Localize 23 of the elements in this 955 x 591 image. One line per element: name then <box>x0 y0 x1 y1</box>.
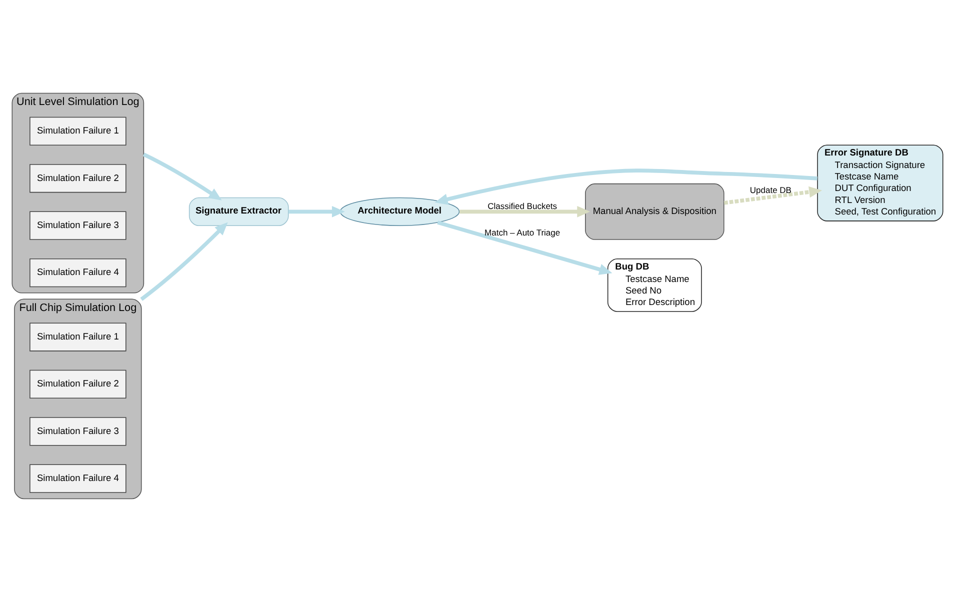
edge-label: Classified Buckets <box>488 200 558 211</box>
node-box: Bug DB Testcase Name Seed No Error Description <box>607 258 702 312</box>
node-box: Simulation Failure 4 <box>30 464 126 492</box>
arrow <box>437 220 612 274</box>
edge-label: Update DB <box>750 184 792 194</box>
node-box: Simulation Failure 1 <box>30 116 126 146</box>
node-box: Simulation Failure 3 <box>30 416 126 446</box>
node-box: Manual Analysis & Disposition <box>585 182 724 240</box>
node-box: Simulation Failure 4 <box>30 258 126 287</box>
node-box: Error Signature DB Transaction Signature Testcase Name DUT Configuration RTL Version Seed, Test Configuration <box>817 144 944 221</box>
node-ellipse: Architecture Model <box>340 196 460 226</box>
node-box: Simulation Failure 2 <box>30 164 126 192</box>
node-box: Simulation Failure 1 <box>30 322 126 351</box>
arrow <box>724 186 822 204</box>
node-box: Simulation Failure 3 <box>30 210 126 240</box>
arrow <box>140 222 228 300</box>
arrow <box>142 152 222 200</box>
node-box: Simulation Failure 2 <box>30 369 126 398</box>
arrow <box>434 168 818 204</box>
edge-label: Match – Auto Triage <box>484 226 560 237</box>
arrow <box>288 206 345 217</box>
arrow <box>460 206 590 217</box>
node-box: Signature Extractor <box>188 196 289 226</box>
